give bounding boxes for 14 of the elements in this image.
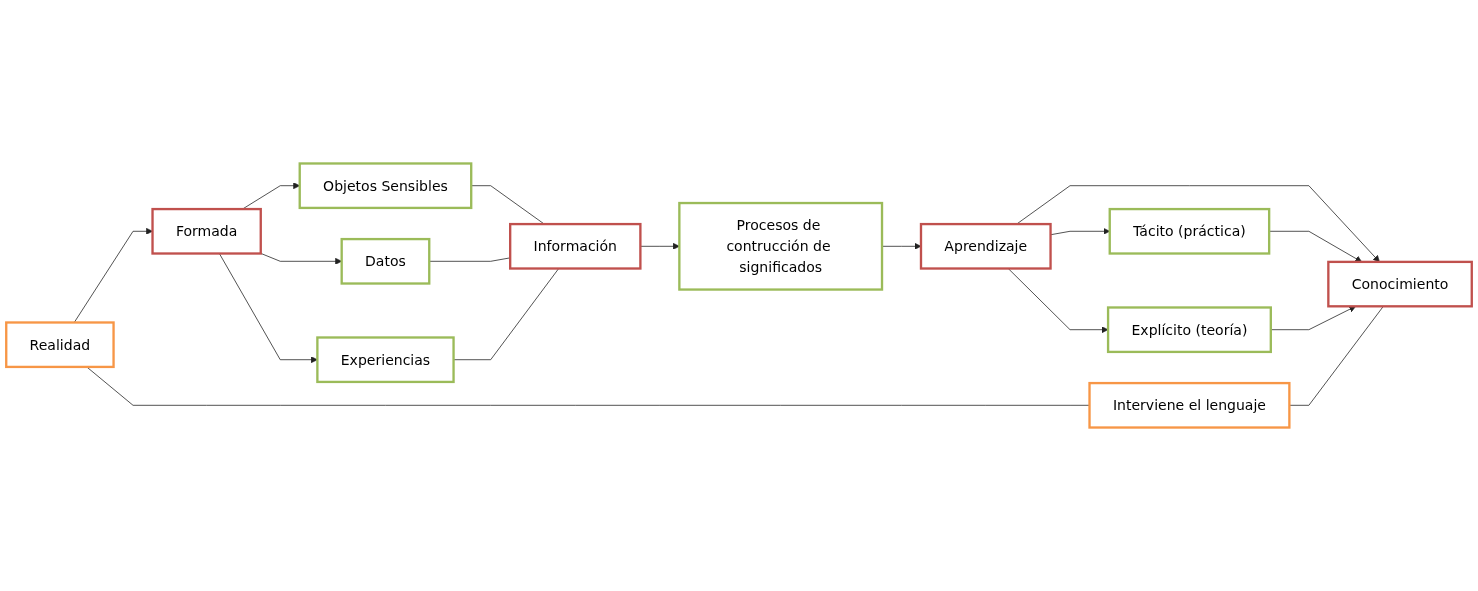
node-box: Experiencias [316, 336, 455, 384]
connector [86, 366, 1090, 406]
node-box: Información [509, 222, 642, 270]
node-box: Formada [151, 207, 262, 255]
node-box: Explícito (teoría) [1106, 306, 1272, 354]
node-box: Datos [340, 237, 431, 285]
node-box: Realidad [5, 321, 115, 369]
node-box: Objetos Sensibles [298, 162, 473, 210]
node-box: Conocimiento [1327, 260, 1473, 308]
connector [453, 268, 560, 361]
node-box: Procesos de contrucción de significados [678, 201, 884, 291]
node-box: Tácito (práctica) [1108, 207, 1271, 255]
node-box: Aprendizaje [919, 222, 1052, 270]
node-box: Interviene el lenguaje [1088, 381, 1291, 429]
